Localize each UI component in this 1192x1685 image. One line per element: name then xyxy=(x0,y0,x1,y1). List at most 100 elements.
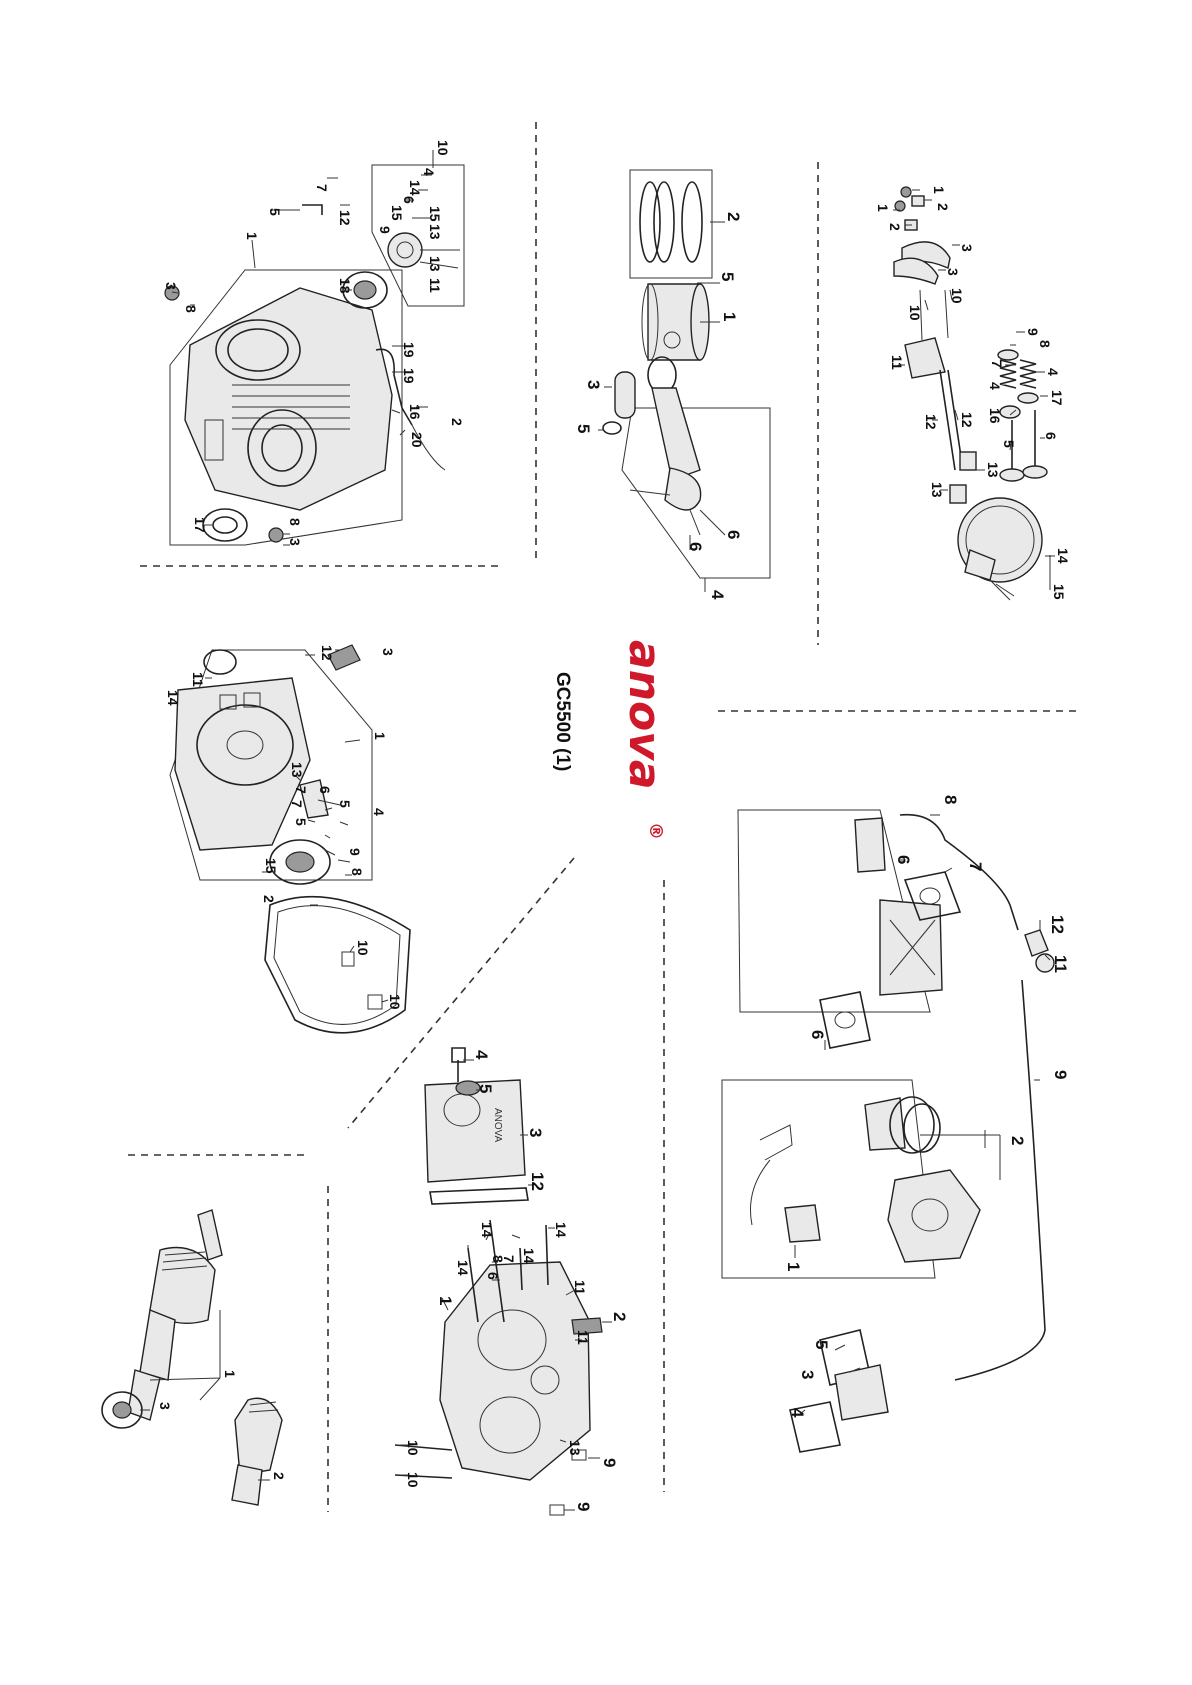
group-outline xyxy=(630,170,712,278)
callout-number: 19 xyxy=(401,368,417,384)
callout-number: 3 xyxy=(287,538,303,546)
callout-number: 9 xyxy=(1051,1070,1070,1079)
carburetor-part xyxy=(865,1097,980,1262)
callout-number: 9 xyxy=(1025,328,1041,336)
callout-number: 2 xyxy=(887,223,903,231)
gasket-part xyxy=(265,897,410,1033)
crankcase-diagram: 10 7 4 14 6 15 15 13 9 13 11 5 12 1 18 3… xyxy=(163,140,465,546)
pushrod-guide-plate-part xyxy=(905,290,948,378)
callout-number: 4 xyxy=(1045,368,1061,376)
callout-number: 8 xyxy=(349,868,365,876)
callout-number: 10 xyxy=(435,140,451,156)
callout-number: 12 xyxy=(923,414,939,430)
crankcase-cover-diagram: 12 3 11 14 1 13 7 6 5 7 5 4 9 15 8 2 10 … xyxy=(165,645,410,1033)
callout-number: 4 xyxy=(472,1050,491,1060)
callout-number: 9 xyxy=(377,226,393,234)
callout-number: 6 xyxy=(317,786,333,794)
callout-number: 18 xyxy=(337,278,353,294)
callout-number: 9 xyxy=(600,1458,619,1467)
callout-number: 1 xyxy=(784,1262,803,1271)
callout-number: 16 xyxy=(407,404,423,420)
callout-number: 9 xyxy=(574,1502,593,1511)
callout-number: 9 xyxy=(347,848,363,856)
callout-number: 10 xyxy=(949,288,965,304)
callout-number: 12 xyxy=(319,645,335,661)
brand-logo: anova xyxy=(619,640,670,790)
callout-number: 5 xyxy=(718,272,737,281)
callout-number: 2 xyxy=(449,418,465,426)
callout-number: 5 xyxy=(293,818,309,826)
callout-number: 3 xyxy=(526,1128,545,1137)
callout-number: 7 xyxy=(989,360,1005,368)
fuel-valve-part xyxy=(1025,930,1054,972)
piston-rings-part xyxy=(640,182,702,262)
callout-number: 10 xyxy=(405,1472,421,1488)
callout-number: 5 xyxy=(574,424,593,433)
callout-number: 14 xyxy=(1055,548,1071,564)
callout-number: 17 xyxy=(1049,390,1065,406)
fuel-system-diagram: 8 6 7 12 11 6 9 2 1 5 3 4 xyxy=(722,795,1070,1452)
choke-bracket-part xyxy=(855,818,942,995)
callout-number: 11 xyxy=(427,278,443,293)
callout-number: 1 xyxy=(875,204,891,212)
callout-number: 8 xyxy=(1037,340,1053,348)
callout-number: 16 xyxy=(987,408,1003,424)
callout-number: 5 xyxy=(476,1084,495,1093)
callout-number: 5 xyxy=(337,800,353,808)
callout-number: 10 xyxy=(387,994,403,1010)
valve-train-diagram: 1 2 1 2 3 3 10 10 11 9 8 7 4 4 17 16 12 … xyxy=(875,186,1071,600)
callout-number: 10 xyxy=(405,1440,421,1456)
callout-number: 1 xyxy=(931,186,947,194)
piston-pin-part xyxy=(603,372,635,434)
callout-number: 7 xyxy=(501,1255,517,1263)
callout-number: 7 xyxy=(289,800,305,808)
callout-number: 2 xyxy=(724,212,743,221)
callout-number: 12 xyxy=(959,412,975,428)
callout-number: 11 xyxy=(190,672,206,687)
registered-mark: ® xyxy=(645,822,666,840)
callout-number: 3 xyxy=(163,282,179,290)
callout-number: 3 xyxy=(380,648,396,656)
callout-number: 6 xyxy=(1043,432,1059,440)
callout-number: 11 xyxy=(572,1280,588,1295)
callout-number: 17 xyxy=(192,517,208,533)
callout-number: 2 xyxy=(1008,1136,1027,1145)
callout-number: 3 xyxy=(157,1402,173,1410)
rocker-arm-part xyxy=(894,187,950,284)
ignition-part xyxy=(750,1125,820,1242)
callout-number: 3 xyxy=(798,1370,817,1379)
callout-number: 7 xyxy=(293,786,309,794)
callout-number: 4 xyxy=(788,1408,807,1418)
callout-number: 6 xyxy=(686,542,705,551)
callout-number: 8 xyxy=(183,305,199,313)
callout-number: 14 xyxy=(479,1222,495,1238)
cylinder-head-diagram: ANOVA 4 5 3 12 14 1 xyxy=(395,1048,629,1515)
callout-number: 6 xyxy=(724,530,743,539)
crankshaft-diagram: 1 3 2 xyxy=(102,1210,287,1505)
callout-number: 13 xyxy=(289,762,305,778)
callout-number: 13 xyxy=(567,1440,583,1456)
callout-number: 5 xyxy=(267,208,283,216)
callout-number: 13 xyxy=(427,224,443,240)
piston-diagram: 2 5 1 3 5 6 6 4 xyxy=(574,170,770,600)
callout-number: 15 xyxy=(427,206,443,222)
callout-number: 20 xyxy=(409,432,425,448)
fuel-hose-part xyxy=(900,815,1045,1380)
callout-number: 11 xyxy=(1051,955,1070,973)
callout-number: 4 xyxy=(421,168,437,176)
callout-number: 1 xyxy=(222,1370,238,1378)
callout-number: 13 xyxy=(985,462,1001,478)
callout-number: 14 xyxy=(455,1260,471,1276)
callout-number: 2 xyxy=(610,1312,629,1321)
callout-number: 13 xyxy=(427,256,443,272)
callout-number: 2 xyxy=(935,203,951,211)
connecting-rod-part xyxy=(630,357,718,535)
head-gasket-part xyxy=(430,1188,528,1204)
callout-number: 3 xyxy=(584,380,603,389)
studs-part xyxy=(395,1445,452,1478)
callout-number: 6 xyxy=(808,1030,827,1039)
callout-number: 14 xyxy=(521,1248,537,1264)
callout-number: 12 xyxy=(528,1172,547,1191)
callout-number: 7 xyxy=(966,862,985,871)
callout-number: 11 xyxy=(889,355,905,370)
